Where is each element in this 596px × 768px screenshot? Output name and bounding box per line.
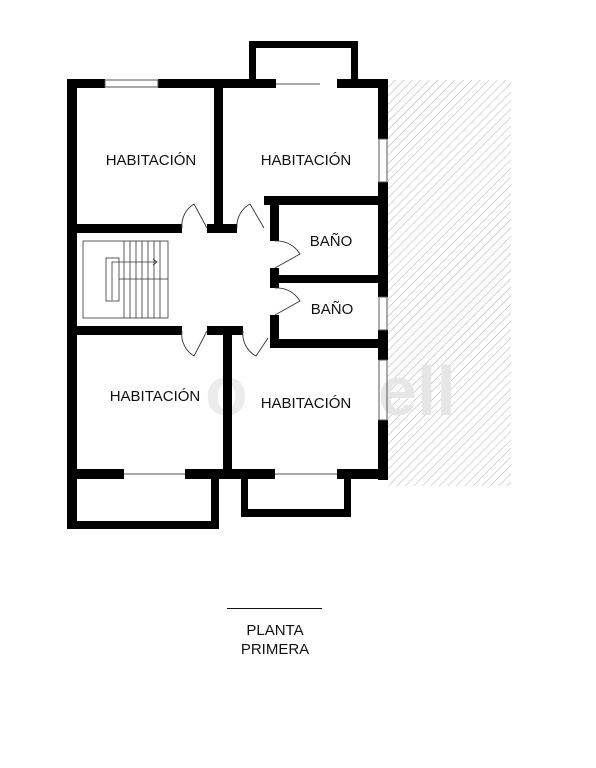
room-label-bath-1: BAÑO	[310, 233, 353, 250]
caption-underline	[227, 608, 322, 609]
room-label-bottom-center: HABITACIÓN	[261, 395, 352, 412]
room-label-bath-2: BAÑO	[311, 301, 354, 318]
room-label-bottom-left: HABITACIÓN	[110, 388, 201, 405]
windows	[104, 79, 388, 475]
door-swings	[181, 203, 301, 357]
walls	[67, 41, 388, 529]
caption-line-2: PRIMERA	[240, 641, 310, 658]
staircase	[82, 240, 169, 319]
watermark-logo: ell	[378, 352, 456, 430]
hatched-exterior-area	[388, 80, 511, 486]
room-label-top-left: HABITACIÓN	[106, 152, 197, 169]
floor-plan: ell o	[67, 41, 511, 529]
caption-line-1: PLANTA	[246, 622, 304, 639]
room-label-top-center: HABITACIÓN	[261, 152, 352, 169]
